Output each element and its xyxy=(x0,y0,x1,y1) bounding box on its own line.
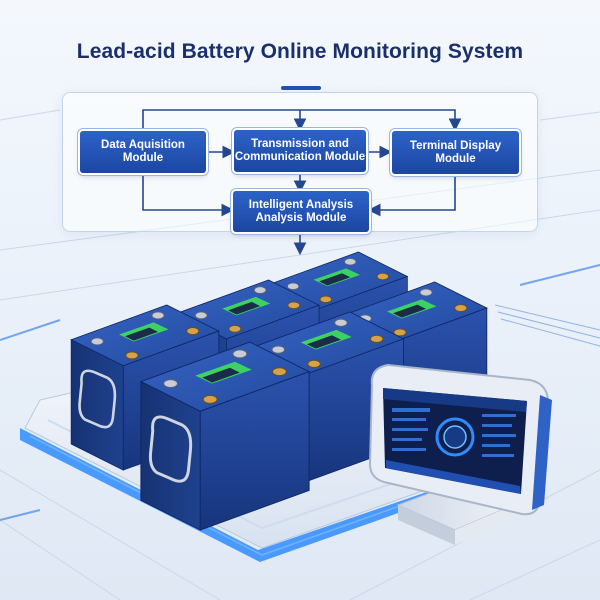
monitoring-terminal xyxy=(368,363,552,545)
gauge-icon xyxy=(435,417,475,457)
page-title: Lead-acid Battery Online Monitoring Syst… xyxy=(76,40,524,63)
terminal-display-module: Terminal Display Module xyxy=(392,131,519,174)
title-accent-bar xyxy=(281,86,321,90)
intelligent-analysis-module: Intelligent Analysis Analysis Module xyxy=(233,191,369,232)
data-acquisition-module: Data Aquisition Module xyxy=(80,131,206,173)
transmission-communication-module: Transmission and Communication Module xyxy=(234,130,366,172)
